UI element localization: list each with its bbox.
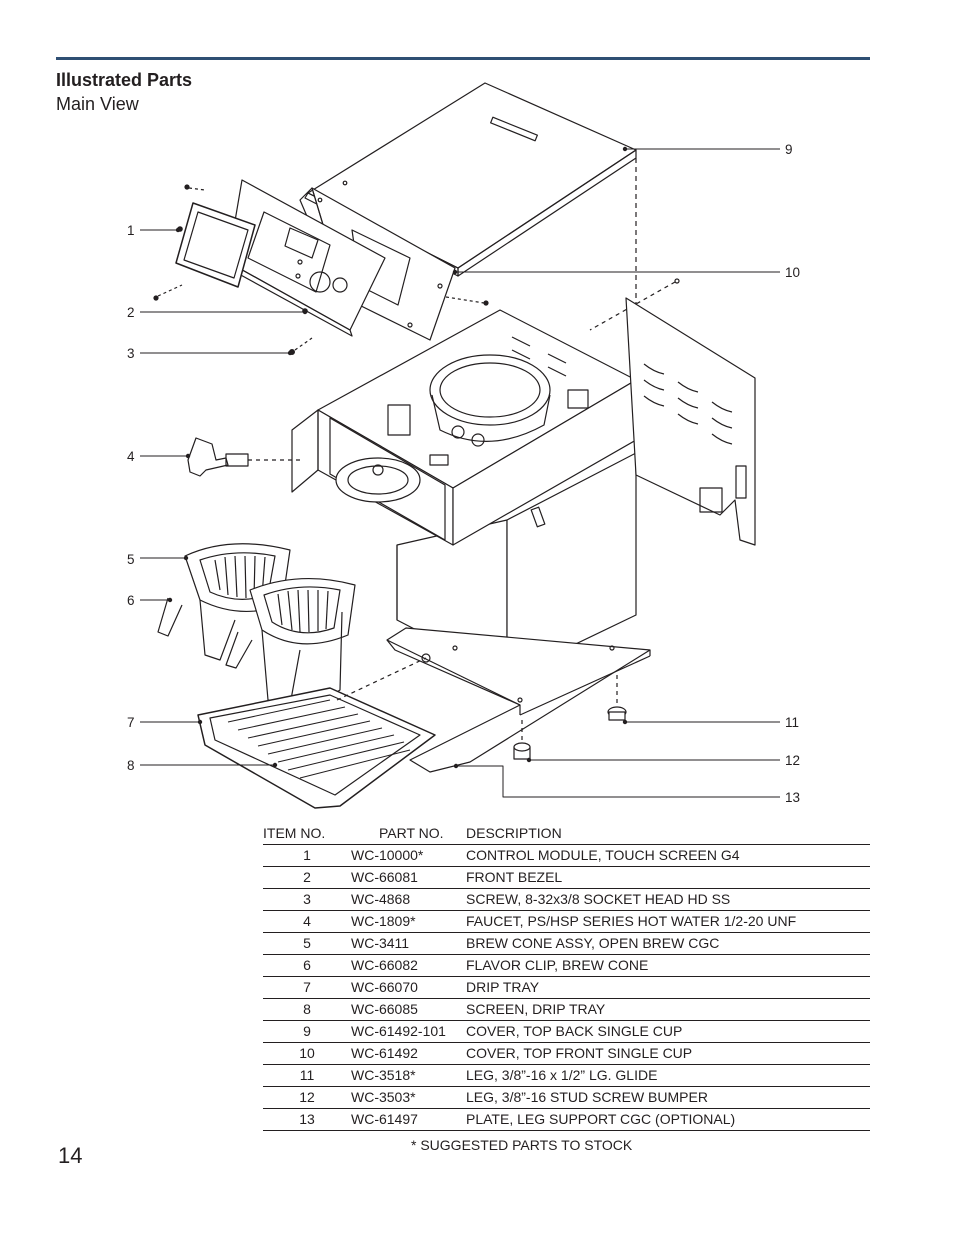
callout-9: 9	[785, 142, 793, 157]
part-description: BREW CONE ASSY, OPEN BREW CGC	[466, 932, 870, 955]
item-number: 4	[263, 910, 351, 933]
callout-leaders	[140, 148, 780, 798]
part-number: WC-61492	[351, 1042, 466, 1065]
callout-numbers: 1 2 3 4 5 6 7 8 9 10 11 12 13	[127, 142, 800, 805]
control-module	[175, 202, 256, 288]
parts-table-header: ITEM NO. PART NO. DESCRIPTION	[263, 822, 870, 845]
part-description: FAUCET, PS/HSP SERIES HOT WATER 1/2-20 U…	[466, 910, 870, 933]
callout-4: 4	[127, 449, 135, 464]
brew-cone-right	[225, 577, 356, 706]
callout-11: 11	[785, 715, 799, 730]
part-number: WC-66085	[351, 998, 466, 1021]
header-part-no: PART NO.	[379, 824, 444, 841]
part-number: WC-66082	[351, 954, 466, 977]
part-description: COVER, TOP FRONT SINGLE CUP	[466, 1042, 870, 1065]
part-description: DRIP TRAY	[466, 976, 870, 999]
page-title: Illustrated Parts	[56, 70, 193, 90]
item-number: 9	[263, 1020, 351, 1043]
page-number: 14	[58, 1143, 83, 1168]
leg-support-plate	[336, 627, 651, 773]
callout-1: 1	[127, 223, 135, 238]
part-number: WC-66070	[351, 976, 466, 999]
footnote: * SUGGESTED PARTS TO STOCK	[411, 1137, 633, 1153]
faucet	[187, 437, 300, 477]
part-number: WC-1809*	[351, 910, 466, 933]
page-subtitle: Main View	[56, 94, 139, 114]
callout-13: 13	[785, 790, 800, 805]
item-number: 12	[263, 1086, 351, 1109]
part-description: FRONT BEZEL	[466, 866, 870, 889]
part-description: FLAVOR CLIP, BREW CONE	[466, 954, 870, 977]
item-number: 6	[263, 954, 351, 977]
part-number: WC-66081	[351, 866, 466, 889]
header-rule	[56, 57, 870, 60]
item-number: 2	[263, 866, 351, 889]
callout-10: 10	[785, 265, 800, 280]
callout-6: 6	[127, 593, 135, 608]
part-number: WC-10000*	[351, 844, 466, 867]
part-number: WC-61492-101	[351, 1020, 466, 1043]
part-description: SCREW, 8-32x3/8 SOCKET HEAD HD SS	[466, 888, 870, 911]
leader-dots	[167, 146, 628, 769]
item-number: 13	[263, 1108, 351, 1131]
item-number: 8	[263, 998, 351, 1021]
item-number: 7	[263, 976, 351, 999]
item-number: 10	[263, 1042, 351, 1065]
part-number: WC-3503*	[351, 1086, 466, 1109]
part-number: WC-61497	[351, 1108, 466, 1131]
callout-5: 5	[127, 552, 135, 567]
part-number: WC-3411	[351, 932, 466, 955]
legs	[513, 675, 627, 760]
part-description: LEG, 3/8”-16 x 1/2” LG. GLIDE	[466, 1064, 870, 1087]
part-description: LEG, 3/8”-16 STUD SCREW BUMPER	[466, 1086, 870, 1109]
side-panel	[625, 297, 756, 546]
header-item-no: ITEM NO.	[263, 824, 326, 841]
part-description: COVER, TOP BACK SINGLE CUP	[466, 1020, 870, 1043]
item-number: 3	[263, 888, 351, 911]
item-number: 1	[263, 844, 351, 867]
part-description: SCREEN, DRIP TRAY	[466, 998, 870, 1021]
callout-7: 7	[127, 715, 135, 730]
part-number: WC-4868	[351, 888, 466, 911]
callout-3: 3	[127, 346, 135, 361]
callout-8: 8	[127, 758, 135, 773]
part-number: WC-3518*	[351, 1064, 466, 1087]
callout-2: 2	[127, 305, 135, 320]
item-number: 5	[263, 932, 351, 955]
header-description: DESCRIPTION	[466, 824, 562, 841]
drip-tray	[197, 687, 436, 809]
exploded-parts-diagram: 1 2 3 4 5 6 7 8 9 10 11 12 13	[127, 82, 800, 809]
callout-12: 12	[785, 753, 800, 768]
part-description: PLATE, LEG SUPPORT CGC (OPTIONAL)	[466, 1108, 870, 1131]
item-number: 11	[263, 1064, 351, 1087]
part-description: CONTROL MODULE, TOUCH SCREEN G4	[466, 844, 870, 867]
